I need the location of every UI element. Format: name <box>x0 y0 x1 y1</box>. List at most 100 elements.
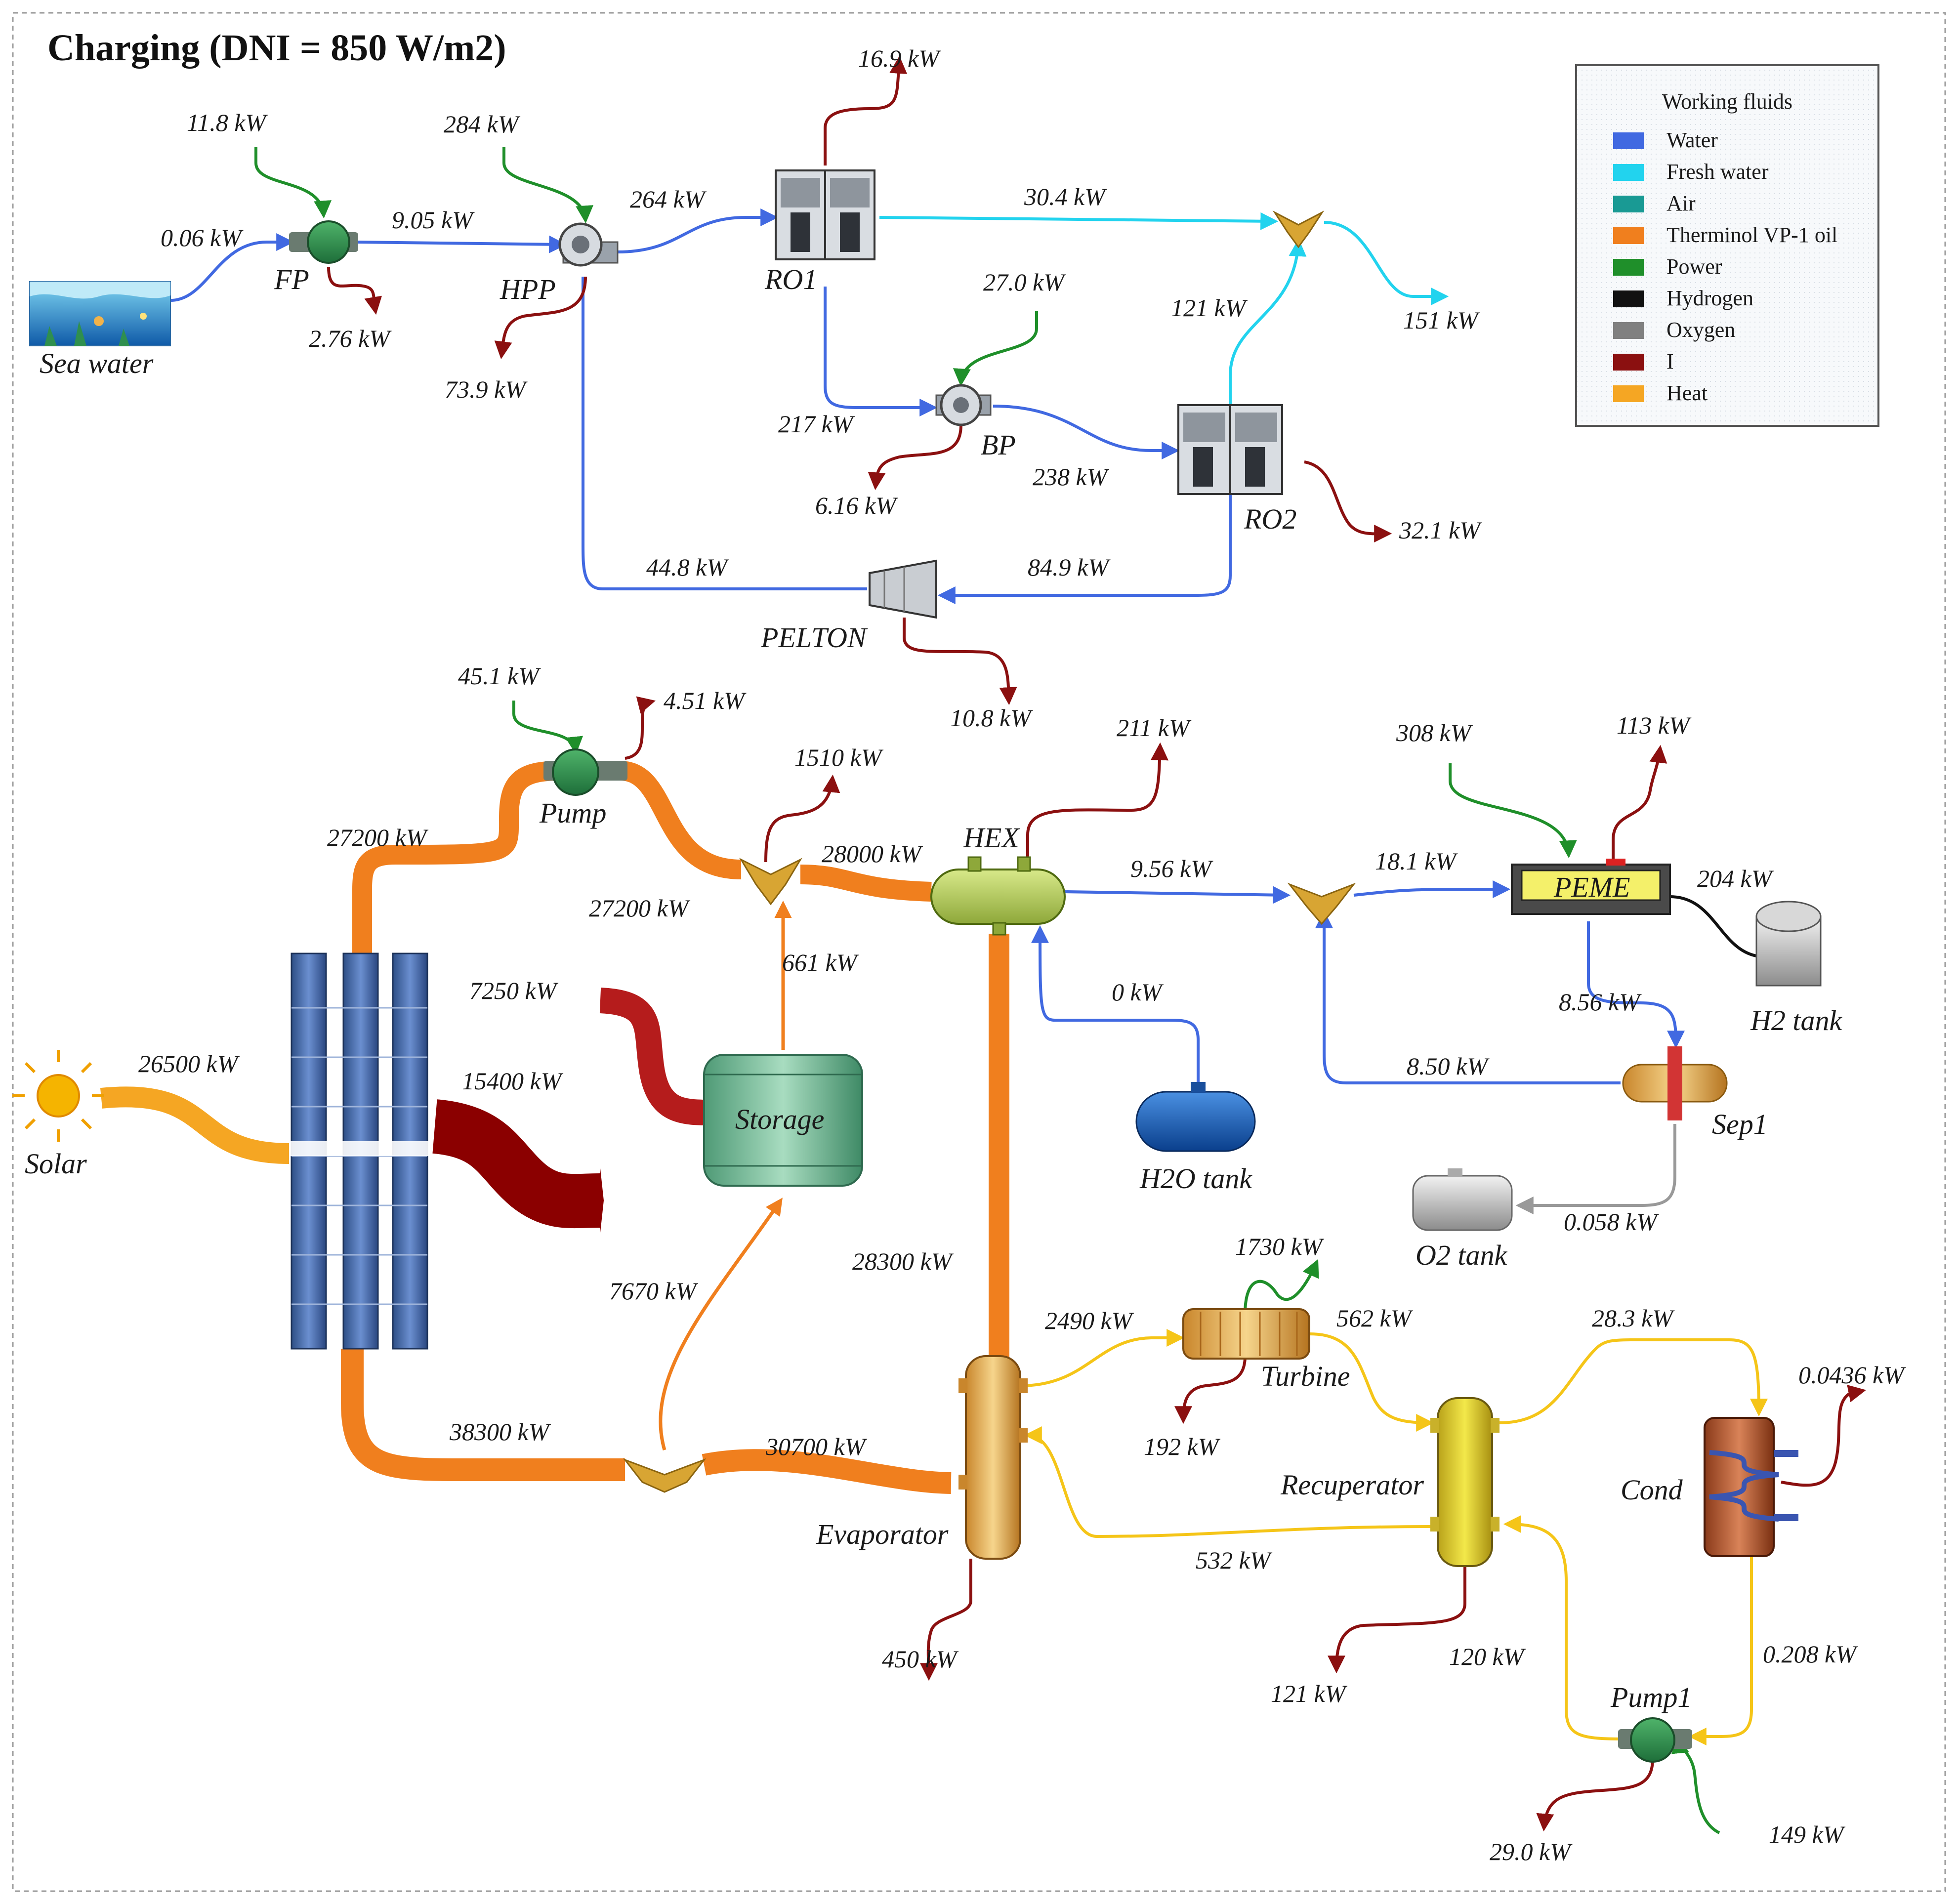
value-pelton-out: 44.8 kW <box>646 553 729 581</box>
sep1-separator[interactable] <box>1622 1046 1728 1120</box>
value-pump1-power: 149 kW <box>1769 1821 1846 1848</box>
hpp-pump[interactable] <box>558 222 619 267</box>
label-storage: Storage <box>735 1103 824 1135</box>
value-rec-to-cond: 28.3 kW <box>1592 1304 1675 1332</box>
legend-swatch <box>1613 259 1644 276</box>
pelton-loss-arrow <box>903 618 1017 705</box>
power-arrows <box>254 147 1720 1834</box>
evaporator[interactable] <box>958 1355 1028 1560</box>
bp-to-ro2 <box>993 405 1180 459</box>
h2o-tank[interactable] <box>1135 1082 1256 1152</box>
value-storage-in: 7670 kW <box>609 1277 699 1305</box>
condenser[interactable] <box>1704 1417 1798 1557</box>
pelton-turbine[interactable] <box>869 559 937 619</box>
value-fp-loss: 2.76 kW <box>309 325 392 352</box>
fp-power-arrow <box>254 147 332 219</box>
fresh-water-out <box>1324 221 1449 305</box>
hpp-loss-arrow <box>494 276 587 360</box>
bp-pump[interactable] <box>935 384 992 426</box>
turbine[interactable] <box>1182 1308 1310 1360</box>
value-mixer-loss: 1510 kW <box>794 744 884 771</box>
legend-label: Water <box>1666 128 1718 152</box>
ro1-unit[interactable] <box>775 169 875 260</box>
mixer-loss-arrow <box>764 774 840 863</box>
value-pump-power: 45.1 kW <box>458 662 541 690</box>
value-pelton-loss: 10.8 kW <box>950 704 1033 732</box>
legend-swatch <box>1613 132 1644 149</box>
sea-to-fp <box>170 233 294 302</box>
recuperator[interactable] <box>1430 1397 1500 1567</box>
value-ro1-loss: 16.9 kW <box>858 44 941 72</box>
legend-label: Heat <box>1666 381 1708 405</box>
legend-swatch <box>1613 354 1644 371</box>
ro2-unit[interactable] <box>1177 404 1283 495</box>
value-peme-h2: 204 kW <box>1697 865 1774 892</box>
label-sep1: Sep1 <box>1712 1108 1768 1140</box>
legend-heading: Working fluids <box>1662 89 1792 114</box>
value-hex-loss: 211 kW <box>1117 714 1192 742</box>
legend-swatch <box>1613 164 1644 181</box>
legend-label: Therminol VP-1 oil <box>1666 223 1837 247</box>
thermal-storage-tank[interactable] <box>703 1054 863 1187</box>
water-mixer <box>1287 882 1356 925</box>
oil-splitter-to-storage <box>659 1198 783 1450</box>
peme-loss-arrow <box>1612 745 1667 862</box>
value-bp-loss: 6.16 kW <box>815 492 898 519</box>
fp-loss-arrow <box>327 266 382 315</box>
value-pump-loss: 4.51 kW <box>664 687 747 714</box>
value-h2o-tank-flow: 0 kW <box>1112 978 1164 1006</box>
legend-swatch <box>1613 290 1644 307</box>
value-pelton-in: 84.9 kW <box>1028 553 1111 581</box>
h2-tank[interactable] <box>1755 901 1822 987</box>
cond-to-pump1 <box>1688 1554 1753 1745</box>
component-labels: Sea water FP HPP RO1 BP RO2 PELTON Pump … <box>25 263 1843 1713</box>
hpp-to-ro1 <box>617 208 779 253</box>
value-solar-in: 26500 kW <box>138 1050 240 1077</box>
pump1-to-recuperator <box>1503 1515 1626 1740</box>
value-pump1-loss: 29.0 kW <box>1490 1838 1573 1865</box>
label-solar: Solar <box>25 1148 87 1180</box>
oil-pump-to-mixer <box>619 761 742 879</box>
value-ro2-fresh: 121 kW <box>1171 294 1248 322</box>
cond-loss-arrow <box>1781 1384 1867 1487</box>
peme-electrolyzer[interactable] <box>1511 859 1671 915</box>
sea-water-illustration <box>29 281 171 346</box>
pump1[interactable] <box>1618 1717 1692 1763</box>
label-o2-tank: O2 tank <box>1416 1239 1508 1271</box>
turbine-to-recuperator <box>1309 1332 1434 1432</box>
orc-streams <box>1020 1329 1768 1745</box>
oil-loop <box>100 761 1009 1494</box>
value-cond-out: 0.208 kW <box>1763 1640 1858 1668</box>
value-hpp-out: 264 kW <box>630 185 707 213</box>
fp-pump[interactable] <box>289 220 358 264</box>
fp-to-hpp <box>355 235 567 253</box>
value-pump1-to-rec: 120 kW <box>1449 1643 1526 1670</box>
peme-power-arrow <box>1449 763 1577 859</box>
hex-heat-exchanger[interactable] <box>930 856 1066 936</box>
value-pump-in: 27200 kW <box>327 824 429 851</box>
peme-to-h2-tank <box>1669 895 1783 965</box>
value-rec-return: 532 kW <box>1196 1546 1273 1574</box>
label-pelton: PELTON <box>760 621 868 654</box>
pump-loss-arrow <box>625 696 656 760</box>
value-field-loss-a: 7250 kW <box>469 977 559 1004</box>
value-fresh-total: 151 kW <box>1403 306 1480 334</box>
bp-power-arrow <box>953 311 1038 387</box>
oil-pump[interactable] <box>543 748 627 796</box>
label-pump1: Pump1 <box>1610 1681 1692 1713</box>
legend-swatch <box>1613 385 1644 402</box>
hpp-power-arrow <box>502 147 593 224</box>
value-turbine-out: 562 kW <box>1336 1304 1414 1332</box>
recuperator-loss-arrow <box>1328 1566 1466 1674</box>
label-ro1: RO1 <box>764 263 817 295</box>
o2-tank[interactable] <box>1412 1168 1513 1231</box>
turbine-power-arrow <box>1244 1259 1319 1315</box>
value-hpp-power: 284 kW <box>444 110 521 138</box>
value-ro2-loss: 32.1 kW <box>1399 516 1482 544</box>
value-sea-in: 0.06 kW <box>161 224 244 251</box>
recuperator-to-cond <box>1499 1338 1768 1424</box>
ro1-loss-arrow <box>824 55 908 166</box>
loss-arrows <box>327 55 1867 1832</box>
legend-swatch <box>1613 322 1644 339</box>
solar-collector-field <box>289 952 430 1350</box>
